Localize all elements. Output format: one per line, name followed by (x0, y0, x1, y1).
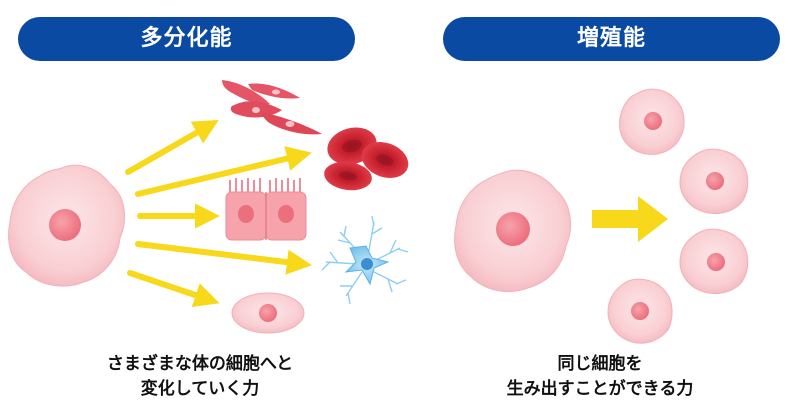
arrow-to-nerve-cell (135, 241, 313, 275)
multipotency-caption: さまざまな体の細胞へと 変化していく力 (0, 352, 400, 402)
proliferation-caption-line2: 生み出すことができる力 (506, 379, 694, 399)
arrow-to-fat-cell (127, 270, 220, 308)
proliferation-title: 増殖能 (443, 17, 780, 61)
proliferation-caption: 同じ細胞を 生み出すことができる力 (400, 352, 800, 402)
differentiation-arrows (125, 119, 313, 308)
proliferation-arrow (592, 196, 668, 242)
arrow-to-red-blood-cells (135, 146, 312, 197)
stem-cell-left (8, 164, 126, 287)
multipotency-caption-line1: さまざまな体の細胞へと (106, 354, 294, 374)
arrow-to-smooth-muscle (125, 119, 219, 175)
proliferation-panel: 増殖能 同じ細胞を 生み出すことができる力 (400, 0, 800, 419)
fat-cell (231, 292, 305, 334)
epithelial-cells (225, 178, 307, 241)
multipotency-title: 多分化能 (18, 17, 355, 61)
daughter-cell-4 (607, 278, 673, 344)
daughter-cell-3 (679, 228, 749, 295)
smooth-muscle-cells (222, 80, 322, 135)
nerve-cell (321, 215, 409, 305)
daughter-cell-1 (619, 88, 685, 155)
stem-cell-right (454, 169, 572, 293)
multipotency-panel: 多分化能 さまざまな体の細胞へと 変化していく力 (0, 17, 400, 402)
proliferation-caption-line1: 同じ細胞を (557, 354, 643, 374)
red-blood-cells (324, 127, 409, 191)
multipotency-caption-line2: 変化していく力 (140, 379, 260, 399)
daughter-cell-2 (679, 148, 749, 215)
